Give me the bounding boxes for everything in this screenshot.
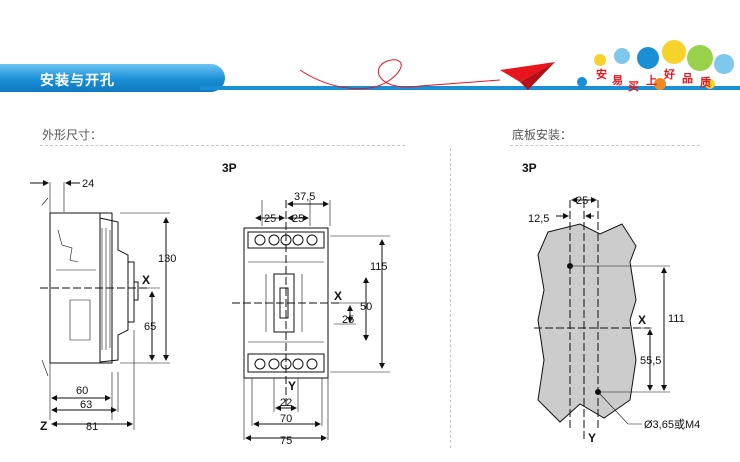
dim-label: 63 [80,399,92,411]
bubble [705,79,715,89]
dim-label: 25 [342,314,354,326]
slogan-char: 品 [682,72,693,85]
dim-label: 25 [292,213,304,225]
dim-label: 25 [264,213,276,225]
side-view [30,180,170,430]
dim-label: 75 [280,435,292,447]
axis-y-label: Y [588,431,596,445]
banner-title: 安装与开孔 [40,73,115,89]
dim-label: 55,5 [640,355,661,367]
slogan-char: 上 [646,74,657,87]
slogan-char: 易 [612,74,623,87]
axis-x-label: X [638,313,646,327]
bubble [577,77,587,87]
divider [450,148,451,448]
bubble [662,40,686,64]
bubble [714,54,734,74]
axis-x-label: X [334,289,342,303]
axis-x-label: X [142,273,150,287]
axis-z-label: Z [40,419,47,433]
mounting-plate [537,223,637,423]
dim-label: 130 [158,253,176,265]
dim-label: 12,5 [528,213,549,225]
dim-label: 81 [86,421,98,433]
section-banner: 安装与开孔 [0,56,740,98]
paper-plane-wing [520,62,555,90]
banner-bar [0,64,225,92]
dim-label: 24 [82,178,94,190]
plate-mounting-label: 底板安装： [512,128,573,142]
plate-view-title: 3P [522,161,537,175]
hole-note: Ø3,65或M4 [644,418,700,431]
dim-label: 37,5 [294,191,315,203]
bubble [687,45,713,71]
slogan-char: 质 [700,76,711,89]
dim-label: 115 [370,261,388,273]
dim-label: 22 [280,397,292,409]
dim-label: 65 [144,321,156,333]
banner-line [200,86,740,90]
bubble [637,47,659,69]
divider [40,145,405,146]
swirl-line [299,59,501,90]
paper-plane-icon [500,62,555,82]
axis-y-label: Y [288,379,296,393]
dim-label: 111 [668,313,685,325]
slogan-char: 好 [664,68,675,81]
front-view-title: 3P [222,161,237,175]
bubble [594,54,606,66]
slogan-char: 买 [628,80,639,93]
divider [510,145,700,146]
bubble [614,48,630,64]
plate-view [534,197,670,440]
dim-label: 60 [76,385,88,397]
front-view [232,200,390,441]
outline-dimensions-label: 外形尺寸： [42,128,103,142]
dim-label: 25 [576,195,588,207]
dim-label: 70 [280,413,292,425]
bubble [654,78,666,90]
slogan-char: 安 [596,68,607,81]
dim-label: 50 [360,301,372,313]
